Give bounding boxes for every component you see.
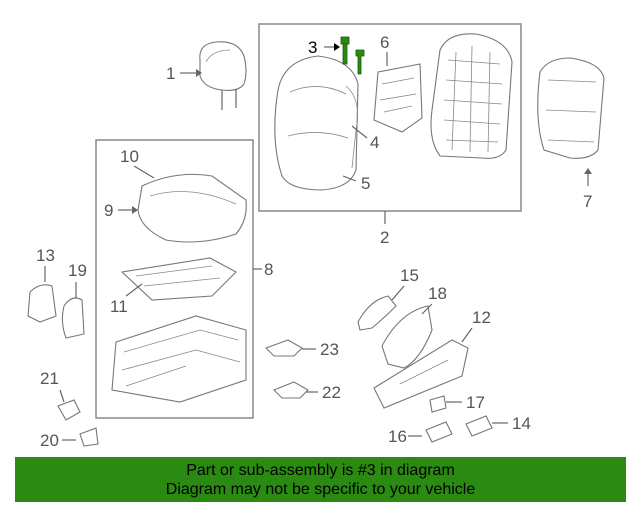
harness-part-15 bbox=[357, 295, 397, 331]
leader-line-4 bbox=[351, 125, 368, 139]
cap-part-20 bbox=[79, 427, 99, 447]
knob-part-17 bbox=[429, 395, 447, 413]
arrow-1 bbox=[196, 69, 202, 77]
headrest-part bbox=[199, 41, 247, 110]
leader-line-15 bbox=[391, 285, 405, 301]
callout-22: 22 bbox=[322, 383, 341, 402]
knob-part-16 bbox=[425, 421, 453, 443]
back-panel-part-6 bbox=[373, 63, 423, 133]
callout-8: 8 bbox=[264, 260, 273, 279]
callout-9: 9 bbox=[104, 201, 113, 220]
callout-1: 1 bbox=[166, 64, 175, 83]
callout-13: 13 bbox=[36, 246, 55, 265]
cushion-pad-part-11 bbox=[120, 257, 237, 301]
side-cover-part-13 bbox=[27, 284, 57, 323]
callout-6: 6 bbox=[380, 33, 389, 52]
callout-23: 23 bbox=[320, 340, 339, 359]
bracket-part-19 bbox=[61, 297, 85, 339]
leader-line-12 bbox=[461, 327, 473, 343]
callout-10: 10 bbox=[120, 147, 139, 166]
seat-back-frame-part bbox=[430, 33, 513, 159]
callout-16: 16 bbox=[388, 427, 407, 446]
callout-14: 14 bbox=[512, 414, 531, 433]
notice-line-1: Part or sub-assembly is #3 in diagram bbox=[186, 462, 455, 479]
callout-20: 20 bbox=[40, 431, 59, 450]
side-trim-part-12 bbox=[373, 339, 469, 409]
callout-2: 2 bbox=[380, 228, 389, 247]
retainer-clip-part-3 bbox=[340, 36, 365, 75]
callout-19: 19 bbox=[68, 261, 87, 280]
callout-4: 4 bbox=[370, 133, 379, 152]
seat-cushion-part bbox=[137, 173, 247, 243]
assembly-box-8 bbox=[95, 139, 254, 419]
arrow-7 bbox=[584, 168, 592, 174]
leader-line-18 bbox=[421, 303, 433, 315]
cover-part-22 bbox=[273, 381, 309, 399]
notice-banner: Part or sub-assembly is #3 in diagram Di… bbox=[15, 457, 626, 502]
arrow-3 bbox=[334, 43, 340, 51]
callout-15: 15 bbox=[400, 266, 419, 285]
callout-5: 5 bbox=[361, 174, 370, 193]
leader-line-10 bbox=[133, 165, 155, 179]
leader-line-5 bbox=[342, 175, 357, 182]
leader-line-21 bbox=[59, 389, 65, 403]
cap-part-21 bbox=[57, 399, 81, 421]
callout-7: 7 bbox=[583, 192, 592, 211]
cover-part-23 bbox=[265, 339, 303, 357]
callout-17: 17 bbox=[466, 393, 485, 412]
arrow-9 bbox=[132, 206, 138, 214]
callout-3: 3 bbox=[308, 38, 317, 57]
callout-21: 21 bbox=[40, 369, 59, 388]
assembly-box-2 bbox=[258, 23, 522, 212]
callout-18: 18 bbox=[428, 284, 447, 303]
back-board-part-7 bbox=[537, 57, 605, 159]
callout-11: 11 bbox=[110, 297, 128, 316]
callout-12: 12 bbox=[472, 308, 491, 327]
side-shield-part-18 bbox=[381, 305, 433, 369]
notice-line-2: Diagram may not be specific to your vehi… bbox=[165, 481, 476, 498]
seat-track-frame-part bbox=[111, 315, 247, 403]
seat-back-cover-part bbox=[274, 55, 359, 191]
leader-line-11 bbox=[125, 283, 143, 297]
knob-part-14 bbox=[465, 415, 493, 437]
